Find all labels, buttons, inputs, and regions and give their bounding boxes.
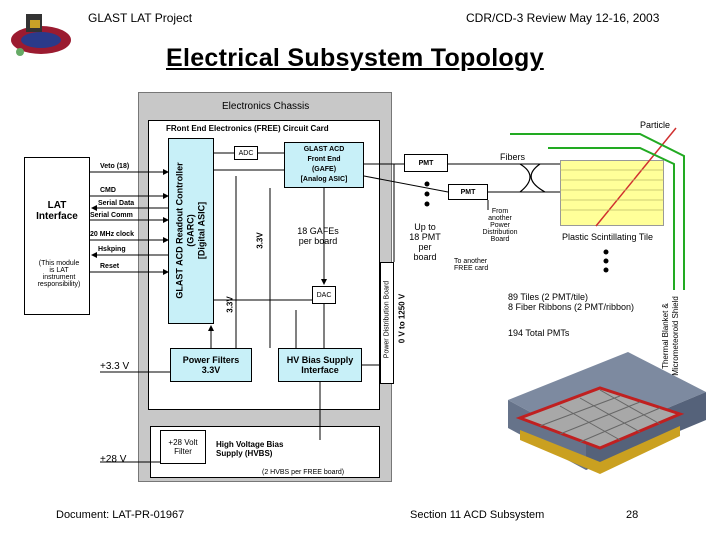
power-distribution-board: [380, 262, 394, 384]
tile-label: Plastic Scintillating Tile: [562, 232, 654, 242]
signal-hskping: Hskping: [98, 246, 126, 253]
signal-cmd: CMD: [100, 187, 116, 194]
particle-label: Particle: [640, 120, 671, 130]
section-label: Section 11 ACD Subsystem: [410, 509, 545, 521]
scintillating-tile: [560, 160, 664, 226]
dac-block: DAC: [312, 286, 336, 304]
chassis-label: Electronics Chassis: [222, 101, 310, 112]
page-number: 28: [626, 509, 639, 521]
hv-bias-interface: HV Bias Supply Interface: [278, 348, 362, 382]
hvbs-note: (2 HVBS per FREE board): [262, 469, 345, 476]
plus28-label: +28 V: [100, 454, 127, 465]
to-free: To another FREE card: [454, 258, 489, 272]
lat-interface-label: LAT Interface: [36, 200, 78, 222]
signal-serial-data: Serial Data: [98, 200, 135, 207]
lat-interface: [24, 157, 90, 315]
power-filters: Power Filters 3.3V: [170, 348, 252, 382]
fibers-label: Fibers: [500, 152, 526, 162]
total-pmts: 194 Total PMTs: [508, 328, 570, 338]
logo: [8, 6, 74, 68]
signal-veto: Veto (18): [100, 163, 130, 170]
from-board: From another Power Distribution Board: [482, 208, 518, 243]
signal-clock: 20 MHz clock: [90, 231, 134, 238]
acd-render: [508, 352, 706, 474]
page-title: Electrical Subsystem Topology: [166, 44, 544, 72]
pmt-count: Up to 18 PMT per board: [409, 222, 441, 262]
adc-block: ADC: [234, 146, 258, 160]
lat-note: (This module is LAT instrument responsib…: [37, 260, 81, 288]
free-card-label: FRont End Electronics (FREE) Circuit Car…: [166, 124, 329, 133]
gafe-block: GLAST ACD Front End (GAFE) [Analog ASIC]: [284, 142, 364, 188]
plus33-label: +3.3 V: [100, 361, 130, 372]
hvbs-label: High Voltage Bias Supply (HVBS): [216, 440, 284, 458]
signal-reset: Reset: [100, 263, 120, 270]
pmt-2: PMT: [448, 184, 488, 200]
project-name: GLAST LAT Project: [88, 11, 193, 25]
filter-28v: +28 Volt Filter: [160, 430, 206, 464]
signal-serial-comm: Serial Comm: [90, 212, 133, 219]
document-id: Document: LAT-PR-01967: [56, 509, 185, 521]
tiles-info: 89 Tiles (2 PMT/tile) 8 Fiber Ribbons (2…: [508, 292, 635, 312]
garc-block: [168, 138, 214, 324]
review-label: CDR/CD-3 Review May 12-16, 2003: [466, 11, 660, 25]
pmt-1: PMT: [404, 154, 448, 172]
